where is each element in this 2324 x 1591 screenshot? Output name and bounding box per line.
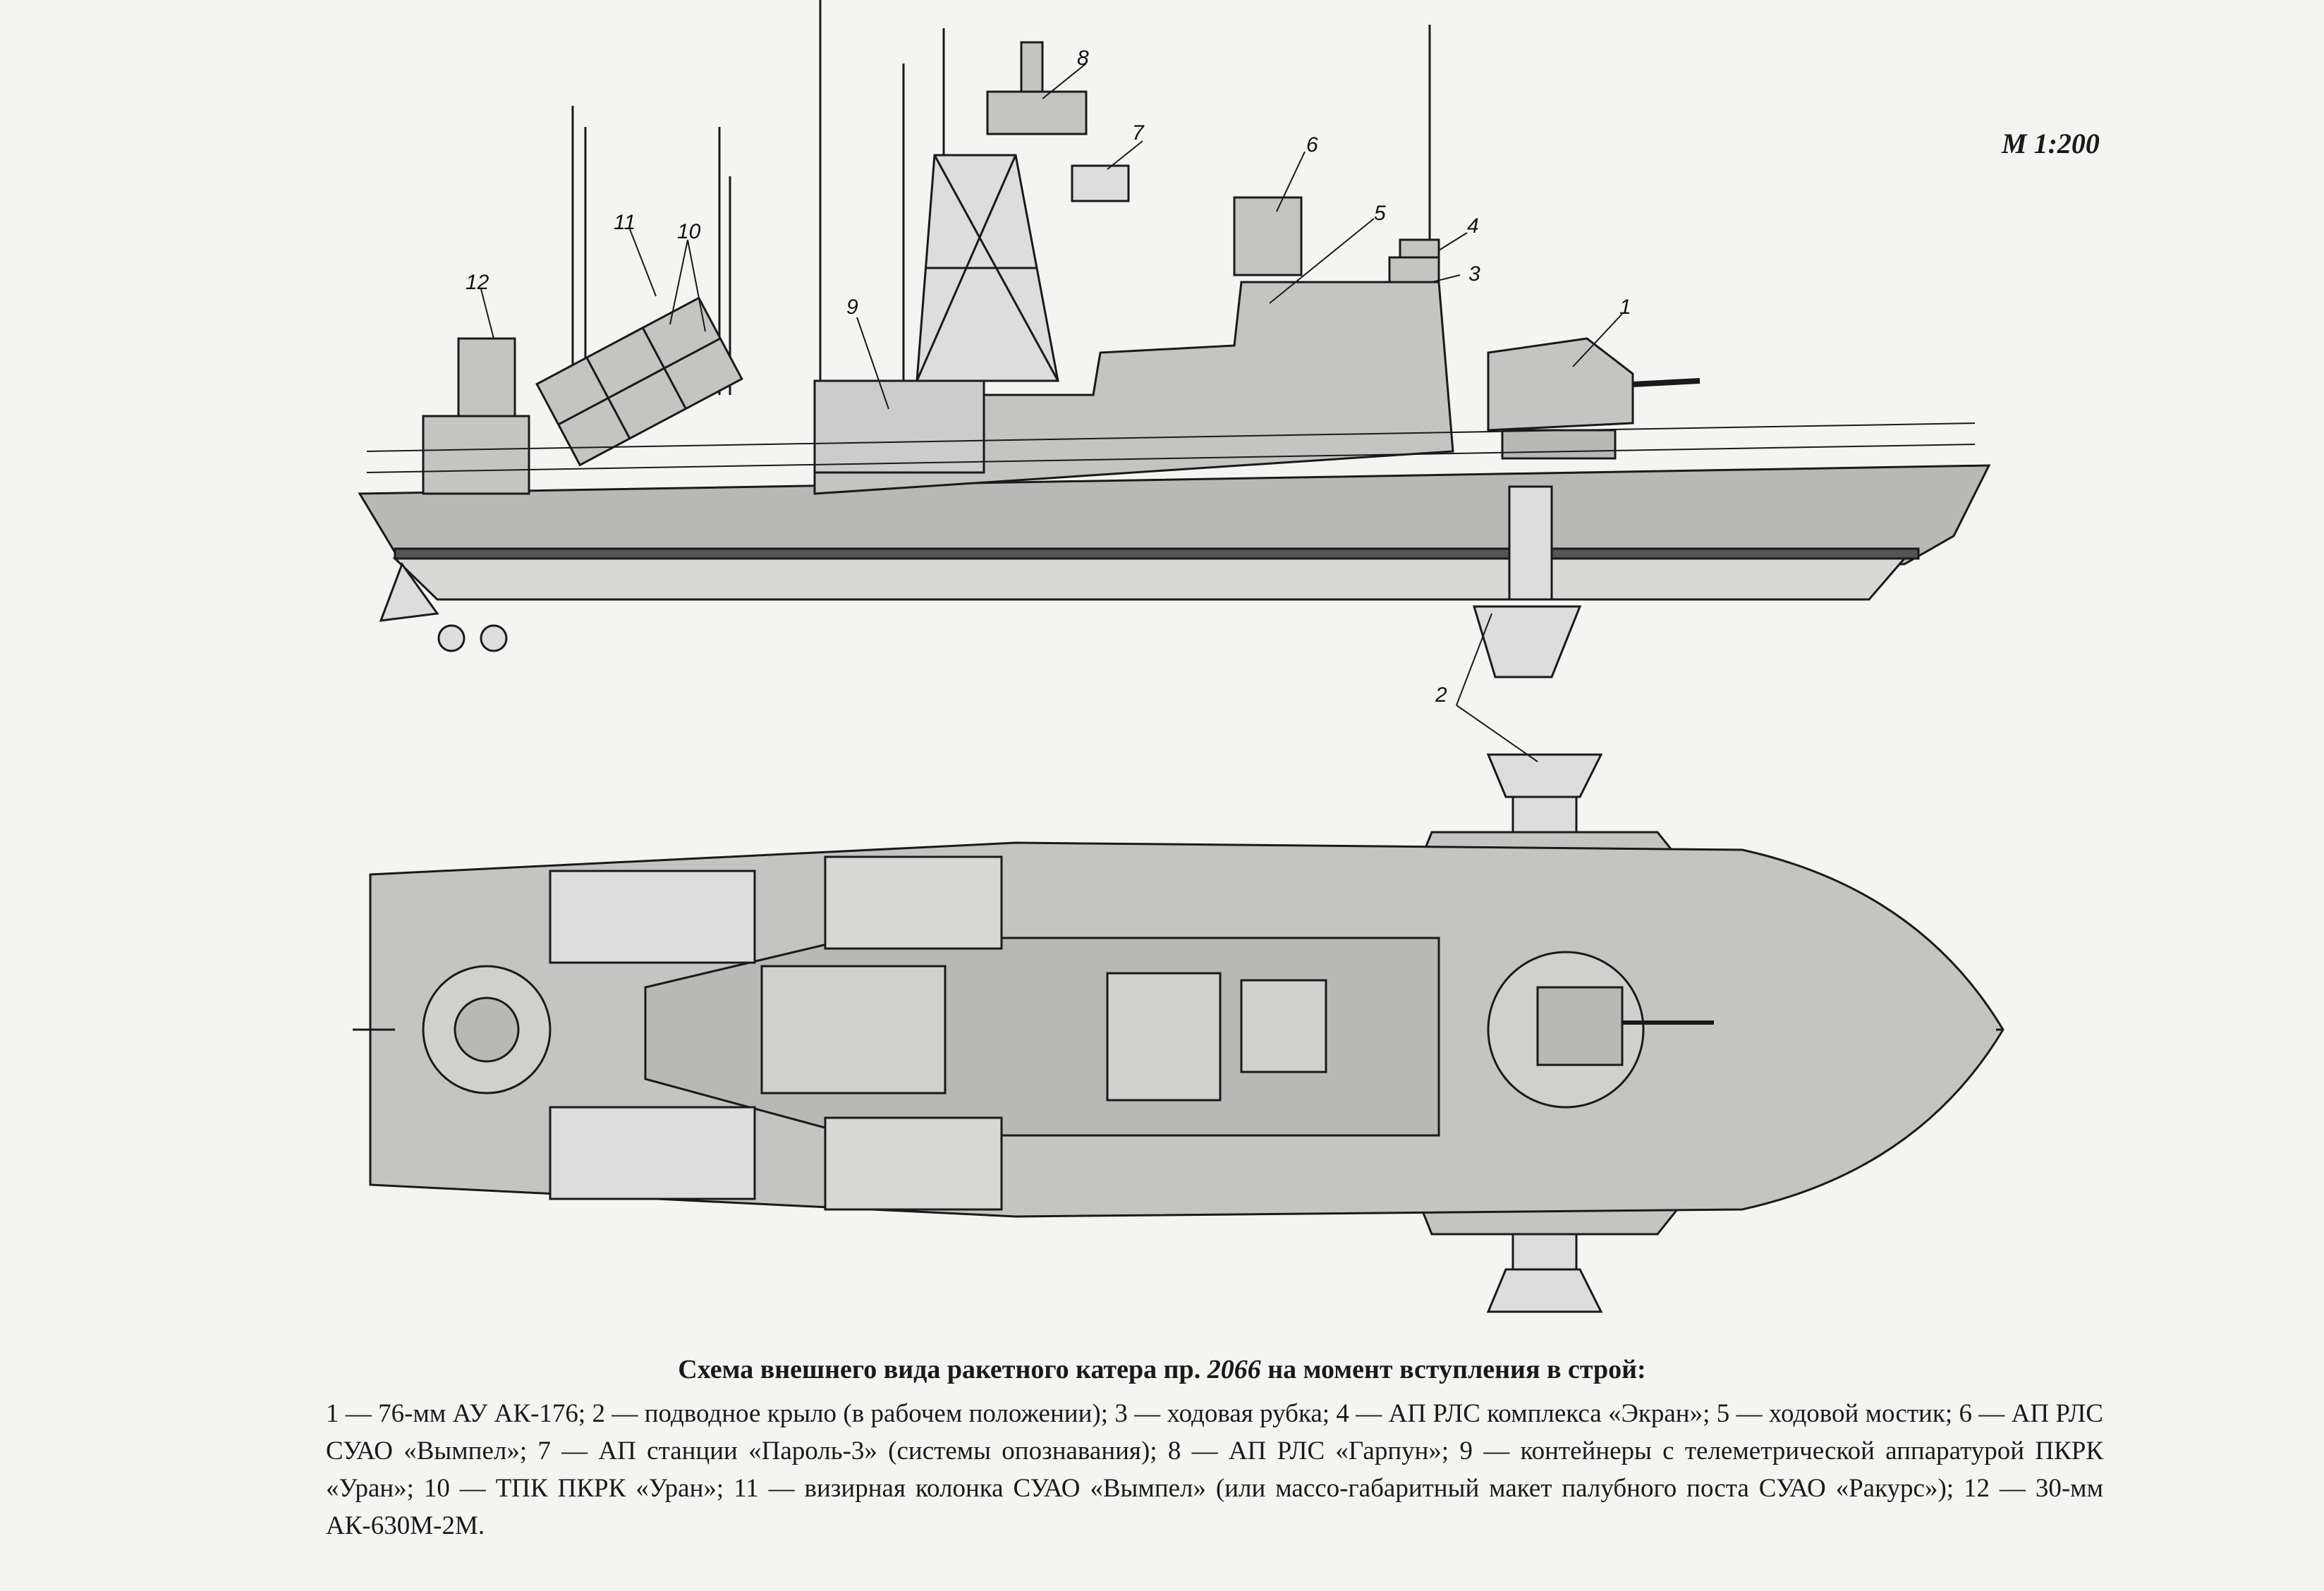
side-view — [358, 0, 1991, 678]
director-6 — [1233, 196, 1303, 276]
waterline — [394, 547, 1920, 560]
foil-side — [1472, 605, 1582, 678]
caption-title-project: 2066 — [1207, 1355, 1261, 1384]
missile-containers — [813, 379, 985, 474]
containers-plan-top — [824, 855, 1003, 950]
callout-12: 12 — [466, 271, 489, 294]
tpk-launchers-side — [535, 296, 743, 467]
callout-8: 8 — [1077, 47, 1089, 70]
tpk-plan-top — [549, 870, 756, 964]
foil-plan-lower — [1486, 1268, 1603, 1313]
caption-legend: 1 — 76-мм АУ АК-176; 2 — подводное крыло… — [326, 1399, 2103, 1540]
callout-1: 1 — [1619, 295, 1631, 319]
callout-numbers: 1 2 3 4 5 6 7 8 9 10 11 12 — [466, 47, 1631, 707]
scale-label: М 1:200 — [2002, 128, 2100, 159]
callout-11: 11 — [614, 211, 635, 234]
containers-plan-bottom — [824, 1116, 1003, 1211]
callout-9: 9 — [846, 295, 858, 319]
radar-parol — [1071, 164, 1130, 202]
callout-5: 5 — [1374, 202, 1386, 225]
plan-view — [353, 753, 2004, 1313]
tpk-plan-bottom — [549, 1106, 756, 1200]
callout-10: 10 — [677, 220, 701, 243]
ekran-4 — [1399, 238, 1440, 259]
callout-3: 3 — [1468, 262, 1480, 286]
radar-garpun — [986, 90, 1088, 135]
callout-7: 7 — [1132, 121, 1145, 145]
callout-2: 2 — [1435, 683, 1447, 707]
callout-4: 4 — [1467, 214, 1479, 238]
gun-ak176-side — [1487, 337, 1634, 432]
foil-strut-side — [1508, 485, 1553, 601]
foil-plan-upper — [1486, 753, 1603, 798]
bridge-3 — [1388, 256, 1440, 284]
ship-drawing: 1 2 3 4 5 6 7 8 9 10 11 12 — [353, 0, 2004, 1313]
caption-title: Схема внешнего вида ракетного катера пр.… — [0, 1354, 2324, 1385]
callout-6: 6 — [1306, 133, 1318, 157]
callouts — [480, 63, 1623, 762]
caption-title-after: на момент вступления в строй: — [1267, 1355, 1646, 1384]
gun-ak630-side — [457, 337, 516, 417]
caption-title-before: Схема внешнего вида ракетного катера пр. — [678, 1355, 1201, 1384]
